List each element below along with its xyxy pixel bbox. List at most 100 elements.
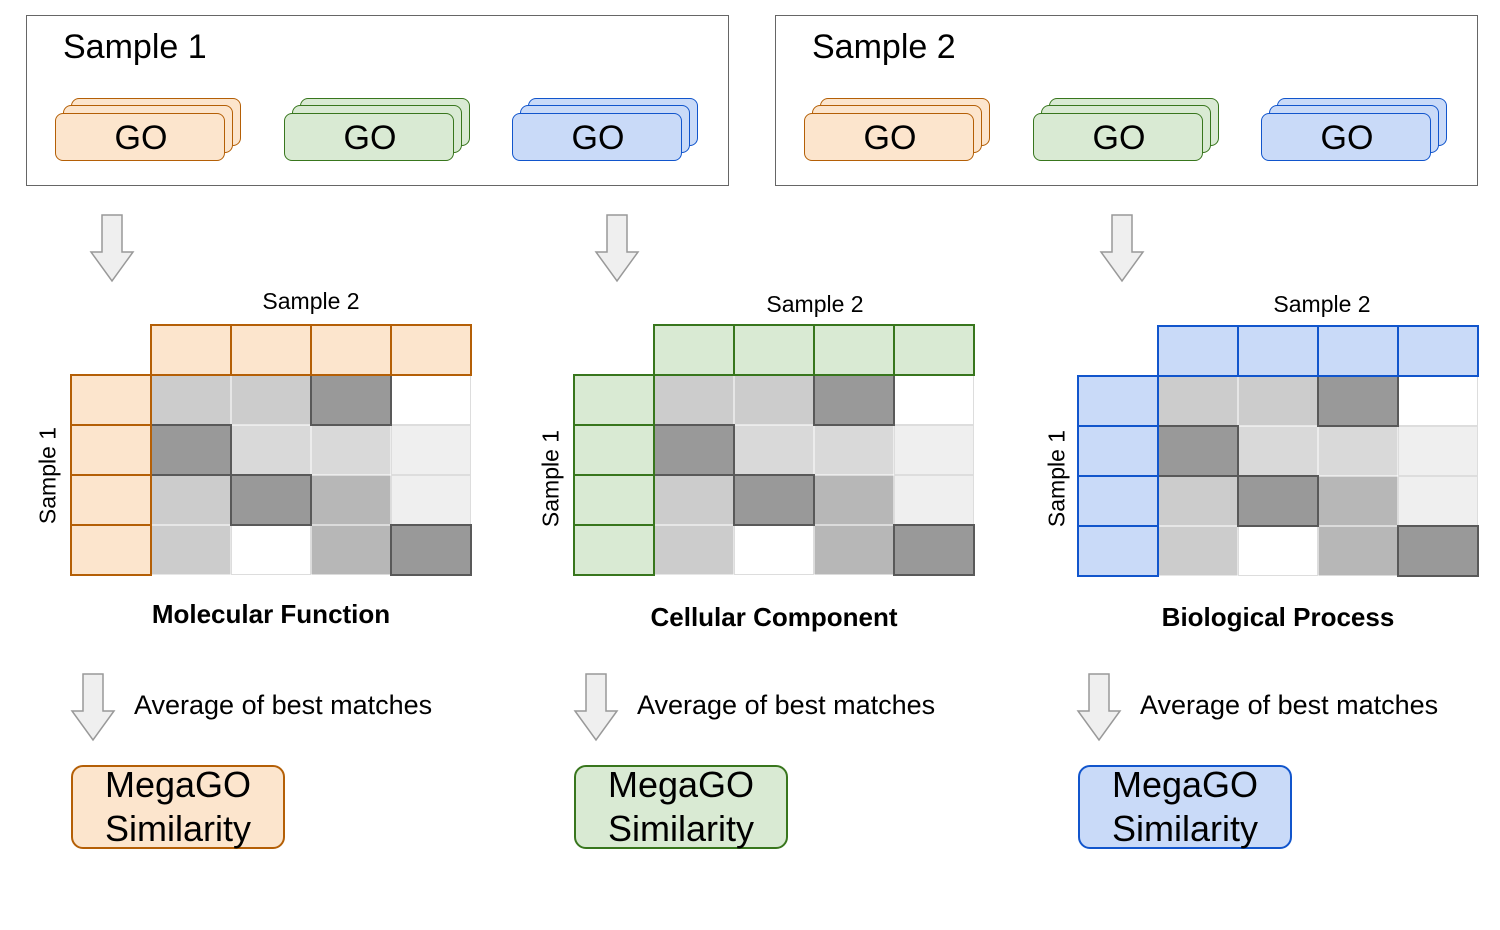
matrix-header-cell	[1077, 525, 1159, 577]
matrix-cell	[893, 474, 975, 526]
matrix-cell	[1317, 525, 1399, 577]
matrix-title: Molecular Function	[151, 599, 391, 629]
matrix-cell-highlight	[1237, 475, 1319, 527]
matrix-top-axis-label: Sample 2	[262, 288, 360, 314]
matrix-top-axis-label: Sample 2	[1273, 291, 1371, 317]
matrix-cell	[230, 374, 312, 426]
matrix-cell	[733, 374, 815, 426]
megago-similarity-box: MegaGO Similarity	[574, 764, 788, 849]
matrix-cell	[1237, 475, 1319, 527]
average-best-matches-label: Average of best matches	[134, 690, 433, 720]
matrix-left-axis-label: Sample 1	[537, 429, 564, 528]
matrix-cell-highlight	[1397, 525, 1479, 577]
go-label: GO	[1092, 119, 1146, 157]
sample-2-title: Sample 2	[812, 28, 956, 66]
result-line2: Similarity	[607, 808, 754, 849]
matrix-cell	[1237, 525, 1319, 577]
go-card-front: GO	[804, 113, 974, 161]
matrix-cell	[813, 524, 895, 576]
matrix-cell	[150, 424, 232, 476]
matrix-header-cell	[310, 324, 392, 376]
go-stack-orange: GO	[804, 98, 994, 168]
matrix-cell-highlight	[733, 474, 815, 526]
matrix-header-cell	[70, 374, 152, 426]
matrix-header-cell	[230, 324, 312, 376]
matrix-cell	[1237, 425, 1319, 477]
matrix-cell	[390, 474, 472, 526]
matrix-header-cell	[390, 324, 472, 376]
matrix-cell-outline	[1398, 426, 1478, 476]
matrix-cell	[653, 424, 735, 476]
result-line2: Similarity	[1111, 808, 1258, 849]
down-arrow-icon	[594, 214, 640, 283]
matrix-header-cell	[573, 424, 655, 476]
go-card-front: GO	[512, 113, 682, 161]
matrix-header-cell	[1397, 325, 1479, 377]
similarity-matrix-biological-process	[1077, 325, 1479, 577]
matrix-header-cell	[1077, 375, 1159, 427]
matrix-cell	[1397, 425, 1479, 477]
down-arrow-icon	[70, 673, 116, 742]
down-arrow-icon	[1099, 214, 1145, 283]
go-stack-blue: GO	[1261, 98, 1451, 168]
matrix-header-cell	[1077, 425, 1159, 477]
matrix-cell	[310, 424, 392, 476]
matrix-header-cell	[573, 524, 655, 576]
matrix-cell	[1157, 525, 1239, 577]
matrix-cell	[893, 424, 975, 476]
matrix-cell	[813, 474, 895, 526]
matrix-cell	[1237, 375, 1319, 427]
matrix-title: Cellular Component	[650, 602, 898, 632]
sample-1-title: Sample 1	[63, 28, 207, 66]
go-label: GO	[863, 119, 917, 157]
down-arrow-icon	[89, 214, 135, 283]
matrix-left-axis-label: Sample 1	[34, 426, 61, 525]
matrix-cell	[1317, 425, 1399, 477]
matrix-cell	[653, 474, 735, 526]
matrix-header-cell	[70, 524, 152, 576]
go-label: GO	[343, 119, 397, 157]
matrix-top-axis-label: Sample 2	[766, 291, 864, 317]
matrix-cell	[1157, 475, 1239, 527]
go-stack-blue: GO	[512, 98, 702, 168]
matrix-cell	[1397, 525, 1479, 577]
result-line1: MegaGO	[104, 764, 252, 805]
matrix-header-cell	[733, 324, 815, 376]
matrix-cell	[653, 524, 735, 576]
matrix-cell	[1157, 375, 1239, 427]
matrix-cell	[1397, 475, 1479, 527]
matrix-cell	[150, 374, 232, 426]
matrix-cell	[813, 374, 895, 426]
matrix-cell	[1397, 375, 1479, 427]
matrix-cell	[310, 374, 392, 426]
matrix-header-cell	[573, 474, 655, 526]
matrix-cell	[893, 524, 975, 576]
go-card-front: GO	[284, 113, 454, 161]
sample-1-box: Sample 1 GO GO GO	[26, 15, 729, 186]
matrix-header-cell	[70, 424, 152, 476]
down-arrow-icon	[1076, 673, 1122, 742]
go-label: GO	[571, 119, 625, 157]
matrix-cell	[733, 524, 815, 576]
go-stack-orange: GO	[55, 98, 245, 168]
go-stack-green: GO	[1033, 98, 1223, 168]
matrix-cell-highlight	[893, 524, 975, 576]
matrix-cell	[1317, 475, 1399, 527]
matrix-cell	[310, 474, 392, 526]
matrix-cell	[733, 474, 815, 526]
matrix-cell	[390, 424, 472, 476]
matrix-header-cell	[653, 324, 735, 376]
go-card-front: GO	[1261, 113, 1431, 161]
matrix-cell	[230, 474, 312, 526]
go-card-front: GO	[55, 113, 225, 161]
matrix-cell	[150, 524, 232, 576]
matrix-header-cell	[70, 474, 152, 526]
matrix-cell	[230, 524, 312, 576]
matrix-cell	[390, 374, 472, 426]
matrix-header-cell	[813, 324, 895, 376]
matrix-cell	[813, 424, 895, 476]
matrix-cell	[150, 474, 232, 526]
matrix-cell	[733, 424, 815, 476]
matrix-cell	[653, 374, 735, 426]
matrix-cell	[390, 524, 472, 576]
